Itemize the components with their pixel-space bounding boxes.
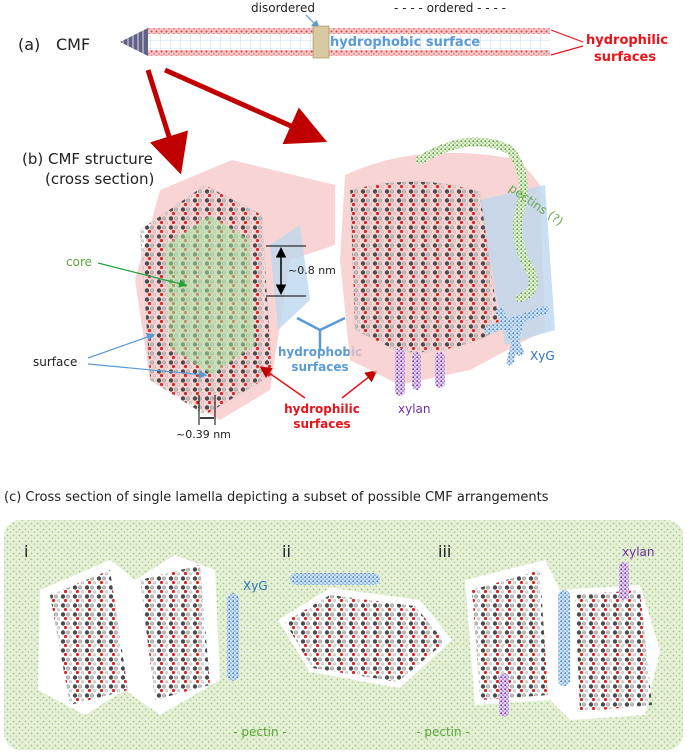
pectin-label-right: - pectin -	[416, 725, 470, 739]
pectin-label-left: - pectin -	[233, 725, 287, 739]
panel-c: (c) Cross section of single lamella depi…	[4, 490, 683, 750]
panel-c-xyg-label: XyG	[243, 579, 268, 593]
arrangement-iii-fibril-right	[575, 590, 652, 712]
surface-arrow-2	[87, 363, 208, 379]
panel-c-title: (c) Cross section of single lamella depi…	[4, 490, 549, 505]
fibril-end-stripes	[122, 29, 144, 56]
spacing-039-label: ~0.39 nm	[176, 428, 231, 441]
hydrophobic-fork	[296, 316, 346, 350]
xyg-strand	[484, 306, 549, 366]
panel-b-hydrophilic-1: hydrophilic	[284, 402, 360, 416]
panel-b-xyg-label: XyG	[530, 349, 555, 363]
pectin-strand	[415, 137, 538, 303]
panel-a-hydrophilic-2: surfaces	[594, 50, 656, 65]
panel-b-hydrophobic-1: hydrophobic	[278, 345, 362, 359]
panel-a: (a) CMF disordered - - - - ordered - - -…	[18, 1, 668, 175]
spacing-08-label: ~0.8 nm	[288, 264, 336, 277]
panel-a-letter: (a)	[18, 35, 40, 54]
roman-iii-label: iii	[438, 542, 451, 561]
arrangement-i-fibril-left	[50, 570, 128, 705]
disordered-label: disordered	[251, 1, 315, 15]
panel-b: (b) CMF structure (cross section) core s…	[22, 137, 566, 441]
hydrophilic-arrow-left	[259, 366, 306, 399]
roman-i-label: i	[24, 542, 28, 561]
arrangement-iii-fibril-left	[472, 570, 548, 700]
core-arrow	[97, 262, 188, 288]
core-label: core	[66, 255, 92, 269]
arrangement-iii-xyg	[558, 590, 570, 686]
arrow-to-left-cross-section	[145, 69, 189, 175]
core-region	[165, 215, 255, 375]
arrow-to-right-cross-section	[163, 67, 328, 145]
fibril-hydrophobic-label: hydrophobic surface	[330, 35, 480, 50]
panel-b-title-2: (cross section)	[45, 170, 154, 188]
roman-ii-label: ii	[282, 542, 291, 561]
disordered-region	[312, 25, 330, 59]
xylan-strands	[395, 348, 445, 396]
hydrophilic-pointer-bottom	[550, 45, 584, 56]
arrangement-i-xyg	[227, 593, 239, 681]
arrangement-iii-xylan-bottom	[499, 673, 509, 717]
panel-b-xylan-label: xylan	[398, 402, 431, 416]
panel-b-hydrophobic-2: surfaces	[291, 360, 348, 374]
arrangement-i-fibril-right	[140, 565, 210, 700]
right-crystal-chains	[349, 181, 501, 353]
hydrophilic-pointer-top	[550, 29, 584, 43]
right-hydrophobic-face	[480, 185, 555, 345]
panel-c-xylan-label: xylan	[622, 545, 655, 559]
ordered-label: - - - - ordered - - - -	[394, 1, 506, 15]
arrangement-ii-xyg	[290, 573, 380, 585]
surface-label: surface	[33, 355, 77, 369]
arrangement-iii-xylan-top	[619, 562, 629, 600]
panel-a-title: CMF	[56, 35, 90, 54]
panel-b-title-1: (b) CMF structure	[22, 150, 153, 168]
panel-b-hydrophilic-2: surfaces	[293, 417, 350, 431]
fibril-end-cap	[120, 28, 148, 56]
arrangement-ii-fibrils	[285, 595, 445, 682]
hydrophilic-arrow-right	[341, 370, 378, 399]
surface-arrow-1	[87, 333, 156, 359]
disordered-arrow	[305, 14, 320, 29]
panel-a-hydrophilic-1: hydrophilic	[586, 33, 668, 48]
fibril-hydrophobic-core	[148, 34, 550, 50]
